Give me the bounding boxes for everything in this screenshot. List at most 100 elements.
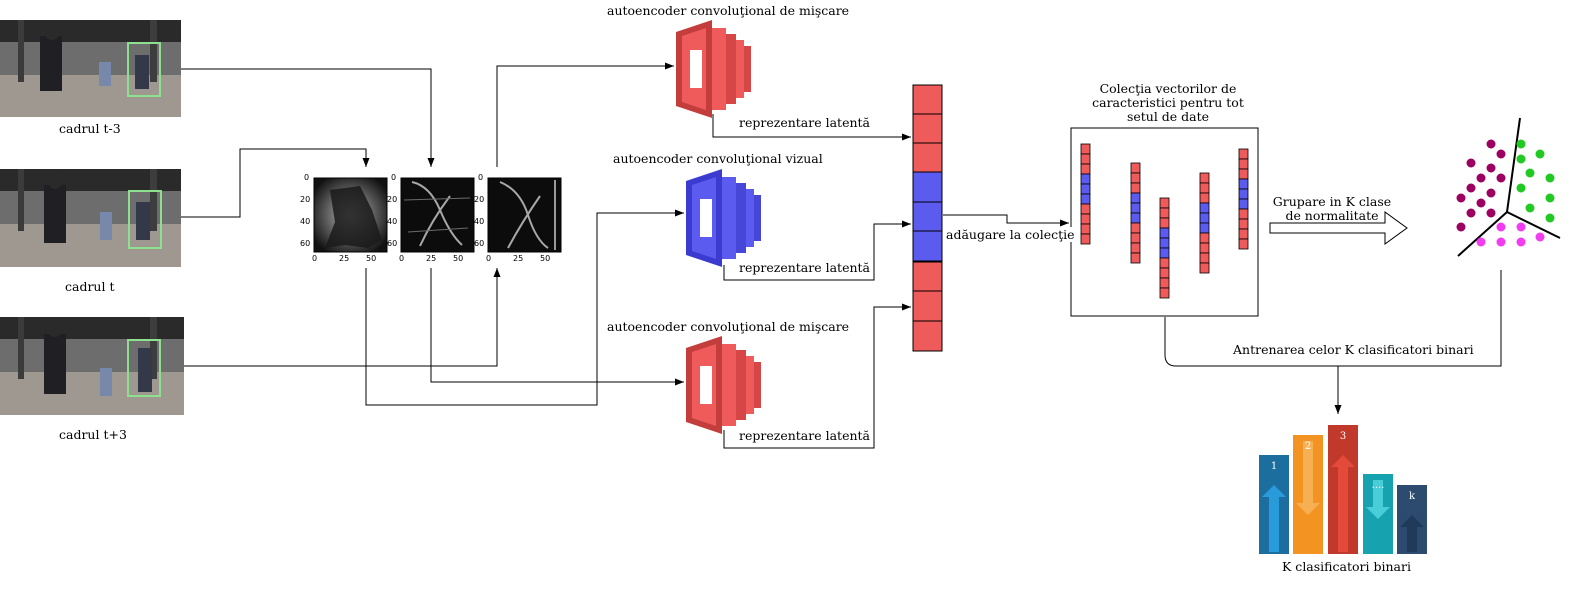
- plot-x-tick: 0: [312, 254, 318, 263]
- frame-label-t-minus-3: cadrul t-3: [59, 121, 121, 136]
- collection-vector-cell: [1130, 202, 1141, 214]
- cluster-point: [1486, 163, 1496, 173]
- grouping-label-line-1: Grupare in K clase: [1272, 194, 1392, 209]
- plot-x-tick: 50: [366, 254, 377, 263]
- collection-vector-cell: [1159, 217, 1170, 229]
- plot-y-tick: 0: [391, 173, 397, 182]
- frame-label-t: cadrul t: [65, 279, 115, 294]
- plot-gradient-2: [487, 177, 562, 253]
- grouping-label-line-2: de normalitate: [1285, 208, 1379, 223]
- cluster-point: [1486, 208, 1496, 218]
- collection-vector-cell: [1159, 287, 1170, 299]
- frame-label-t-plus-3: cadrul t+3: [59, 427, 127, 442]
- collection-vector-cell: [1238, 178, 1249, 190]
- plot-x-tick: 50: [540, 254, 551, 263]
- autoencoder-motion-bottom-label: autoencoder convoluţional de mişcare: [607, 319, 850, 334]
- collection-vectors: [1080, 143, 1249, 299]
- cluster-point: [1496, 173, 1506, 183]
- collection-vector-cell: [1199, 202, 1210, 214]
- latent-label-2: reprezentare latentă: [739, 260, 870, 275]
- cluster-point: [1466, 208, 1476, 218]
- cluster-point: [1516, 183, 1526, 193]
- classifier-bar-label: k: [1409, 491, 1416, 502]
- cluster-point: [1456, 222, 1466, 232]
- plot-gradient-1: [400, 177, 475, 253]
- collection-vector-cell: [1130, 182, 1141, 194]
- plot-x-tick: 25: [426, 254, 437, 263]
- collection-vector-cell: [1130, 232, 1141, 244]
- cluster-point: [1545, 173, 1555, 183]
- classifier-arrow-icon: [1400, 515, 1424, 552]
- plot-x-tick: 25: [339, 254, 350, 263]
- grouping-arrow: [1269, 211, 1408, 245]
- connectors: [181, 62, 1502, 449]
- autoencoder-motion-top-label: autoencoder convoluţional de mişcare: [607, 3, 850, 18]
- collection-vector-cell: [1130, 192, 1141, 204]
- collection-vector-cell: [1199, 172, 1210, 184]
- plot-y-tick: 40: [387, 217, 398, 226]
- collection-vector-cell: [1130, 212, 1141, 224]
- latent-label-3: reprezentare latentă: [739, 428, 870, 443]
- cluster-point: [1466, 183, 1476, 193]
- collection-vector-cell: [1080, 203, 1091, 215]
- collection-vector-cell: [1238, 228, 1249, 240]
- cluster-point: [1476, 173, 1486, 183]
- autoencoder-visual-label: autoencoder convoluţional vizual: [613, 151, 823, 166]
- collection-vector-cell: [1238, 198, 1249, 210]
- classifier-arrow-icon: [1331, 455, 1355, 552]
- collection-vector-cell: [1199, 262, 1210, 274]
- cluster-point: [1545, 193, 1555, 203]
- plot-y-tick: 0: [478, 173, 484, 182]
- concatenated-vector: [912, 84, 943, 352]
- cluster-point: [1486, 139, 1496, 149]
- plot-y-tick: 40: [474, 217, 485, 226]
- classifier-bar-label: 1: [1271, 461, 1277, 472]
- frame-image-t-minus-3: [0, 20, 181, 117]
- plot-y-tick: 20: [300, 195, 311, 204]
- collection-vector-cell: [1080, 193, 1091, 205]
- classifier-bar-label: 2: [1305, 441, 1311, 452]
- classifier-bar-label: 3: [1340, 431, 1346, 442]
- collection-vector-cell: [1238, 148, 1249, 160]
- collection-vector-cell: [1130, 242, 1141, 254]
- plot-y-tick: 60: [474, 239, 485, 248]
- cluster-point: [1535, 232, 1545, 242]
- plot-y-tick: 20: [474, 195, 485, 204]
- collection-vector-cell: [1199, 192, 1210, 204]
- collection-vector-cell: [1159, 207, 1170, 219]
- collection-vector-cell: [1159, 197, 1170, 209]
- collection-vector-cell: [1199, 232, 1210, 244]
- cluster-point: [1496, 222, 1506, 232]
- collection-vector-cell: [1199, 212, 1210, 224]
- plot-y-tick: 40: [300, 217, 311, 226]
- collection-vector-cell: [1238, 188, 1249, 200]
- collection-vector-cell: [1238, 218, 1249, 230]
- collection-vector-cell: [1159, 277, 1170, 289]
- autoencoder-motion-top-icon: [676, 20, 751, 118]
- cluster-point: [1516, 222, 1526, 232]
- collection-title-line-1: Colecţia vectorilor de: [1099, 81, 1237, 96]
- collection-title-line-3: setul de date: [1126, 109, 1210, 124]
- collection-vector-cell: [1238, 168, 1249, 180]
- collection-vector-cell: [1159, 267, 1170, 279]
- plot-y-tick: 60: [300, 239, 311, 248]
- plot-x-tick: 0: [399, 254, 405, 263]
- collection-vector-cell: [1080, 223, 1091, 235]
- collection-vector-cell: [1159, 257, 1170, 269]
- collection-vector-cell: [1130, 172, 1141, 184]
- cluster-point: [1535, 149, 1545, 159]
- cluster-point: [1476, 198, 1486, 208]
- add-to-collection-label: adăugare la colecţie: [946, 227, 1075, 242]
- autoencoder-motion-bottom-icon: [686, 336, 761, 434]
- collection-vector-cell: [1199, 222, 1210, 234]
- collection-vector-cell: [1130, 222, 1141, 234]
- cluster-point: [1496, 237, 1506, 247]
- collection-title-line-2: caracteristici pentru tot: [1092, 95, 1244, 110]
- cluster-point: [1486, 188, 1496, 198]
- collection-vector-cell: [1080, 213, 1091, 225]
- collection-vector-cell: [1199, 242, 1210, 254]
- collection-vector-cell: [1130, 162, 1141, 174]
- cluster-point: [1496, 149, 1506, 159]
- plot-y-tick: 20: [387, 195, 398, 204]
